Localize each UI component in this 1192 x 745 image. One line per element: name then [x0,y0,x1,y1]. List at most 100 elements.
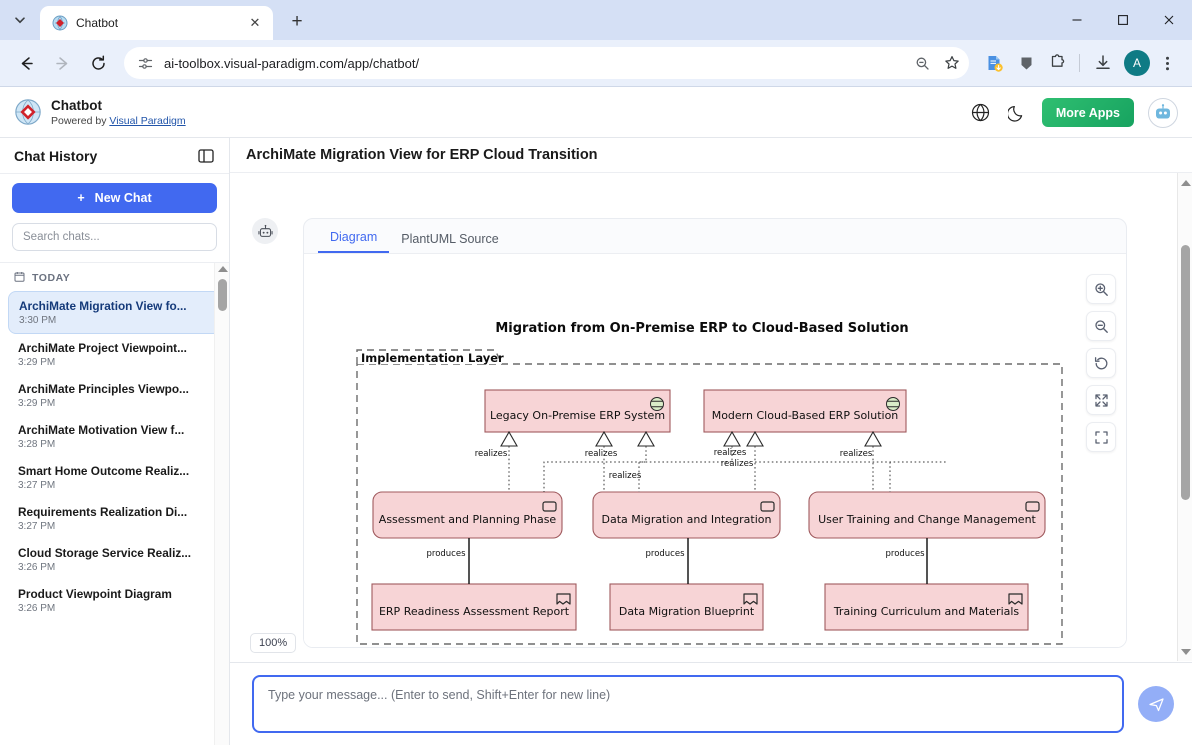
chat-history-item[interactable]: ArchiMate Project Viewpoint...3:29 PM [8,334,221,375]
visual-paradigm-link[interactable]: Visual Paradigm [109,114,186,127]
scrollbar-thumb[interactable] [1181,245,1190,500]
chat-item-time: 3:28 PM [18,439,56,450]
browser-tabstrip: Chatbot ✕ + [0,0,1192,40]
message-area: Diagram PlantUML Source Migration from O… [230,173,1192,661]
svg-text:User Training and Change Manag: User Training and Change Management [818,513,1036,526]
plateau-node[interactable]: Modern Cloud-Based ERP Solution [703,389,907,433]
deliverable-node[interactable]: Data Migration Blueprint [609,583,764,631]
page-title: ArchiMate Migration View for ERP Cloud T… [246,147,598,163]
layer-label: Implementation Layer [361,351,504,365]
maximize-icon[interactable] [1100,0,1146,40]
forward-icon [46,47,78,79]
chat-item-time: 3:30 PM [19,315,57,326]
edge-label: realizes [721,459,754,469]
chat-history-item[interactable]: Cloud Storage Service Realiz...3:26 PM [8,539,221,580]
edge-label: realizes [475,449,508,459]
minimize-icon[interactable] [1054,0,1100,40]
tab-plantuml-source[interactable]: PlantUML Source [401,232,499,246]
diagram-canvas[interactable]: Migration from On-Premise ERP to Cloud-B… [304,253,1126,647]
more-apps-button[interactable]: More Apps [1041,98,1134,127]
plus-icon: + [77,191,85,205]
address-bar[interactable]: ai-toolbox.visual-paradigm.com/app/chatb… [124,47,969,79]
zoom-out-icon[interactable] [1086,311,1116,341]
svg-text:Training Curriculum and Materi: Training Curriculum and Materials [833,605,1020,618]
chat-history-item[interactable]: ArchiMate Migration View fo... 3:30 PM [8,291,221,334]
powered-by-text: Powered by Visual Paradigm [51,115,186,129]
edge-label: realizes [609,471,642,481]
chat-list: TODAY ArchiMate Migration View fo... 3:30… [0,263,229,745]
layer-label-tab [356,349,503,365]
edge-label: produces [885,549,925,559]
new-chat-button[interactable]: + New Chat [12,183,217,213]
chat-item-time: 3:29 PM [18,398,56,409]
assistant-avatar-icon [252,218,278,244]
window-controls [1054,0,1192,40]
svg-text:ERP Readiness Assessment Repor: ERP Readiness Assessment Report [379,605,570,618]
fit-screen-icon[interactable] [1086,385,1116,415]
close-window-icon[interactable] [1146,0,1192,40]
chat-history-item[interactable]: ArchiMate Principles Viewpo...3:29 PM [8,375,221,416]
deliverable-node[interactable]: ERP Readiness Assessment Report [371,583,577,631]
zoom-out-icon[interactable] [911,52,933,74]
chat-history-item[interactable]: Requirements Realization Di...3:27 PM [8,498,221,539]
bot-avatar-icon[interactable] [1148,97,1178,128]
profile-avatar[interactable]: A [1124,50,1150,76]
diagram-card: Diagram PlantUML Source Migration from O… [303,218,1127,648]
scroll-up-arrow[interactable] [217,263,228,274]
bookmark-star-icon[interactable] [941,52,963,74]
scroll-up-arrow[interactable] [1180,177,1191,188]
back-icon[interactable] [10,47,42,79]
reload-icon[interactable] [82,47,114,79]
chat-item-time: 3:26 PM [18,562,56,573]
message-composer [230,662,1192,745]
tab-diagram[interactable]: Diagram [318,230,390,253]
fullscreen-icon[interactable] [1086,422,1116,452]
moon-icon[interactable] [1006,102,1028,124]
page-save-icon[interactable] [979,48,1009,78]
send-button[interactable] [1138,686,1174,722]
work-package-node[interactable]: Data Migration and Integration [592,491,781,539]
calendar-icon [14,271,25,285]
extensions-icon[interactable] [1043,48,1073,78]
chat-item-title: ArchiMate Migration View fo... [19,299,187,313]
close-icon[interactable]: ✕ [249,15,261,30]
chat-item-time: 3:26 PM [18,603,56,614]
edge-label: realizes [585,449,618,459]
deliverable-node[interactable]: Training Curriculum and Materials [824,583,1029,631]
globe-icon[interactable] [970,102,992,124]
plateau-node[interactable]: Legacy On-Premise ERP System [484,389,671,433]
main-panel: ArchiMate Migration View for ERP Cloud T… [230,138,1192,745]
chat-history-item[interactable]: Smart Home Outcome Realiz...3:27 PM [8,457,221,498]
edge-label: realizes [714,448,747,458]
new-tab-button[interactable]: + [291,11,303,32]
sidebar-header: Chat History [0,138,229,174]
scroll-down-arrow[interactable] [1180,646,1191,657]
cast-icon[interactable] [1011,48,1041,78]
brand[interactable]: Chatbot Powered by Visual Paradigm [14,97,186,129]
site-settings-icon[interactable] [134,52,156,74]
work-package-node[interactable]: Assessment and Planning Phase [372,491,563,539]
browser-menu-icon[interactable] [1152,48,1182,78]
edge-label: realizes [840,449,873,459]
chat-history-item[interactable]: ArchiMate Motivation View f...3:28 PM [8,416,221,457]
message-area-scrollbar[interactable] [1177,173,1192,661]
sidebar-scrollbar[interactable] [214,263,229,745]
sidebar-actions: + New Chat [0,174,229,263]
reset-icon[interactable] [1086,348,1116,378]
downloads-icon[interactable] [1088,48,1118,78]
browser-tab[interactable]: Chatbot ✕ [40,6,273,40]
group-label-text: TODAY [32,272,71,284]
search-input[interactable] [12,223,217,251]
send-paper-plane-icon [1148,697,1164,711]
app-title: Chatbot [51,97,102,113]
chat-history-item[interactable]: Product Viewpoint Diagram 3:26 PM [8,580,221,621]
tab-search-button[interactable] [0,3,40,37]
message-input[interactable] [252,675,1124,733]
zoom-in-icon[interactable] [1086,274,1116,304]
chat-item-title: Product Viewpoint Diagram [18,587,172,601]
collapse-sidebar-icon[interactable] [197,147,215,165]
work-package-node[interactable]: User Training and Change Management [808,491,1046,539]
scrollbar-thumb[interactable] [218,279,227,311]
chat-item-time: 3:27 PM [18,521,56,532]
